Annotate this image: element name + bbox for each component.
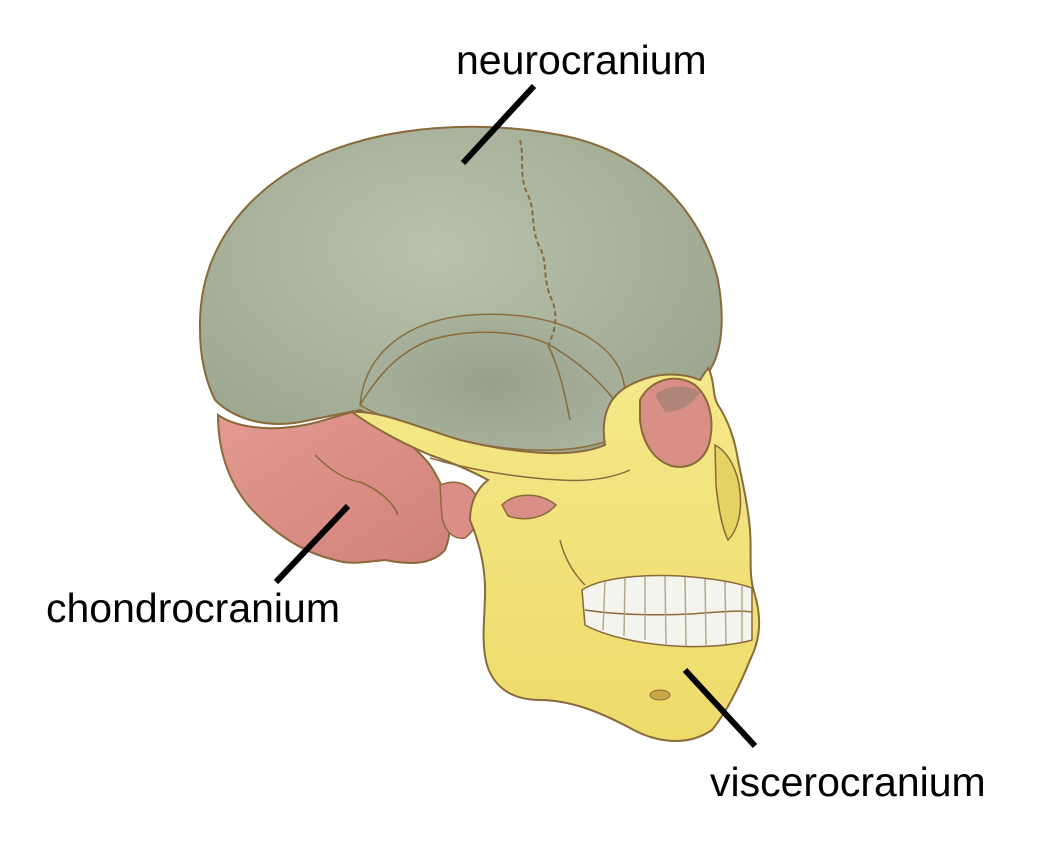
squamosal-suture bbox=[359, 331, 619, 406]
nasal-aperture bbox=[714, 443, 742, 542]
label-neurocranium: neurocranium bbox=[456, 37, 707, 83]
sphenoid-suture bbox=[547, 344, 571, 421]
viscerocranium-region bbox=[349, 366, 761, 742]
label-viscerocranium: viscerocranium bbox=[710, 759, 986, 805]
ramus-outline bbox=[559, 539, 586, 586]
orbit-shadow bbox=[655, 386, 700, 412]
leader-line-viscerocranium bbox=[682, 667, 758, 749]
teeth bbox=[581, 574, 753, 648]
mental-foramen bbox=[649, 689, 671, 701]
leader-line-chondrocranium bbox=[273, 503, 351, 585]
orbit bbox=[639, 377, 713, 468]
leader-line-neurocranium bbox=[460, 83, 537, 166]
zygomatic-arch bbox=[429, 457, 631, 482]
occipitomastoid-suture bbox=[314, 454, 399, 516]
mandibular-notch bbox=[501, 494, 558, 520]
label-chondrocranium: chondrocranium bbox=[46, 585, 340, 631]
coronal-suture bbox=[519, 139, 557, 346]
